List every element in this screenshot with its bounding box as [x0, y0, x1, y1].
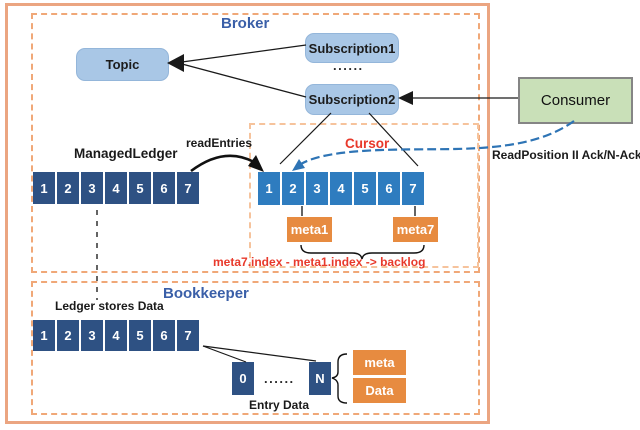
broker-title: Broker	[221, 15, 270, 32]
entry-data-box: Data	[353, 378, 406, 403]
outer-border	[5, 3, 490, 424]
cursor-cell: 5	[354, 172, 376, 205]
meta7-box: meta7	[393, 217, 438, 242]
entry-data-box-label: Data	[365, 383, 394, 398]
consumer-node: Consumer	[518, 77, 633, 124]
ml-cell: 4	[105, 172, 127, 204]
meta7-label: meta7	[396, 222, 435, 237]
ml-cell: 5	[129, 172, 151, 204]
ml-cell: 6	[153, 172, 175, 204]
bk-cell: 4	[105, 320, 127, 351]
cursor-cell: 2	[282, 172, 304, 205]
ml-cell: 3	[81, 172, 103, 204]
ledger-stores-data-label: Ledger stores Data	[55, 299, 164, 313]
entry-last-cell: N	[309, 362, 331, 395]
backlog-formula: meta7.index - meta1.index -> backlog	[213, 255, 426, 269]
managed-ledger-row: 1 2 3 4 5 6 7	[33, 172, 199, 204]
cursor-title: Cursor	[345, 136, 390, 151]
bk-cell: 3	[81, 320, 103, 351]
meta1-box: meta1	[287, 217, 332, 242]
subscription-ellipsis: ......	[333, 58, 364, 73]
bk-cell: 6	[153, 320, 175, 351]
topic-label: Topic	[105, 57, 140, 72]
bk-cell: 5	[129, 320, 151, 351]
subscription2-node: Subscription2	[305, 84, 399, 115]
bk-cell: 2	[57, 320, 79, 351]
entry-meta-label: meta	[364, 355, 395, 370]
bk-cell: 7	[177, 320, 199, 351]
cursor-row: 1 2 3 4 5 6 7	[258, 172, 424, 205]
cursor-cell: 7	[402, 172, 424, 205]
topic-node: Topic	[76, 48, 169, 81]
bk-cell: 1	[33, 320, 55, 351]
entry-first-cell: 0	[232, 362, 254, 395]
readposition-ack-label: ReadPosition II Ack/N-Ack	[492, 148, 640, 162]
bookkeeper-ledger-row: 1 2 3 4 5 6 7	[33, 320, 199, 351]
subscription1-label: Subscription1	[308, 40, 396, 56]
cursor-cell: 6	[378, 172, 400, 205]
cursor-cell: 4	[330, 172, 352, 205]
consumer-label: Consumer	[540, 92, 611, 109]
ml-cell: 7	[177, 172, 199, 204]
entry-ellipsis: ......	[264, 371, 295, 386]
managed-ledger-label: ManagedLedger	[74, 146, 178, 161]
ml-cell: 1	[33, 172, 55, 204]
subscription1-node: Subscription1	[305, 33, 399, 63]
meta1-label: meta1	[290, 222, 329, 237]
cursor-cell: 1	[258, 172, 280, 205]
bookkeeper-region	[31, 281, 480, 415]
entry-data-label: Entry Data	[249, 398, 310, 412]
subscription2-label: Subscription2	[308, 92, 396, 107]
bookkeeper-title: Bookkeeper	[163, 285, 249, 302]
cursor-cell: 3	[306, 172, 328, 205]
ml-cell: 2	[57, 172, 79, 204]
read-entries-label: readEntries	[186, 136, 253, 150]
entry-meta-box: meta	[353, 350, 406, 375]
